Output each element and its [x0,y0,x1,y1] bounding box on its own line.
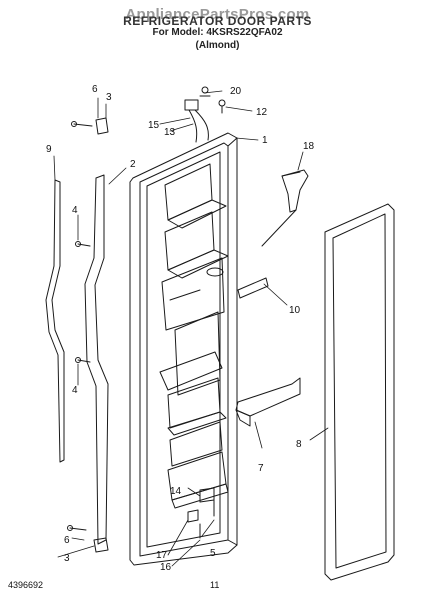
dispenser-chute [261,169,309,247]
door-gasket [324,203,395,581]
callout-7: 7 [258,463,264,474]
bottom-hinge [187,487,215,539]
page-title: REFRIGERATOR DOOR PARTS [123,14,312,28]
callout-10: 10 [289,305,301,316]
finish-label: (Almond) [195,40,240,51]
door-liner [159,163,229,509]
watermark: AppliancePartsPros.com [125,6,310,23]
callout-4-lower: 4 [72,385,78,396]
callout-9: 9 [46,144,52,155]
callout-13: 13 [164,127,176,138]
callout-18: 18 [303,141,315,152]
door-panel [129,132,238,566]
model-line: For Model: 4KSRS22QFA02 [152,27,283,38]
handle-bracket [84,174,109,545]
callout-14: 14 [170,486,182,497]
callout-3: 3 [106,92,112,103]
page-number: 11 [210,580,220,590]
leader-lines [53,90,329,567]
callout-16: 16 [160,562,172,573]
callout-5: 5 [210,548,216,559]
callout-labels: 1 2 3 4 5 6 7 8 9 10 12 13 14 15 16 17 1… [46,84,315,573]
callout-12: 12 [256,107,268,118]
callout-1: 1 [262,135,268,146]
document-number: 4396692 [8,580,44,590]
callout-6-lower: 6 [64,535,70,546]
callout-8: 8 [296,439,302,450]
hardware-top [71,117,109,363]
callout-4: 4 [72,205,78,216]
callout-20: 20 [230,86,242,97]
callout-15: 15 [148,120,160,131]
hardware-bottom [67,525,109,553]
callout-labels-repeat: 4 6 3 [64,385,78,564]
callout-3-lower: 3 [64,553,70,564]
callout-2: 2 [130,159,136,170]
callout-6: 6 [92,84,98,95]
callout-17: 17 [156,550,168,561]
door-bin [235,377,301,427]
trim-strip [237,277,269,299]
wire-harness [184,86,226,143]
wire-strip [45,179,65,463]
